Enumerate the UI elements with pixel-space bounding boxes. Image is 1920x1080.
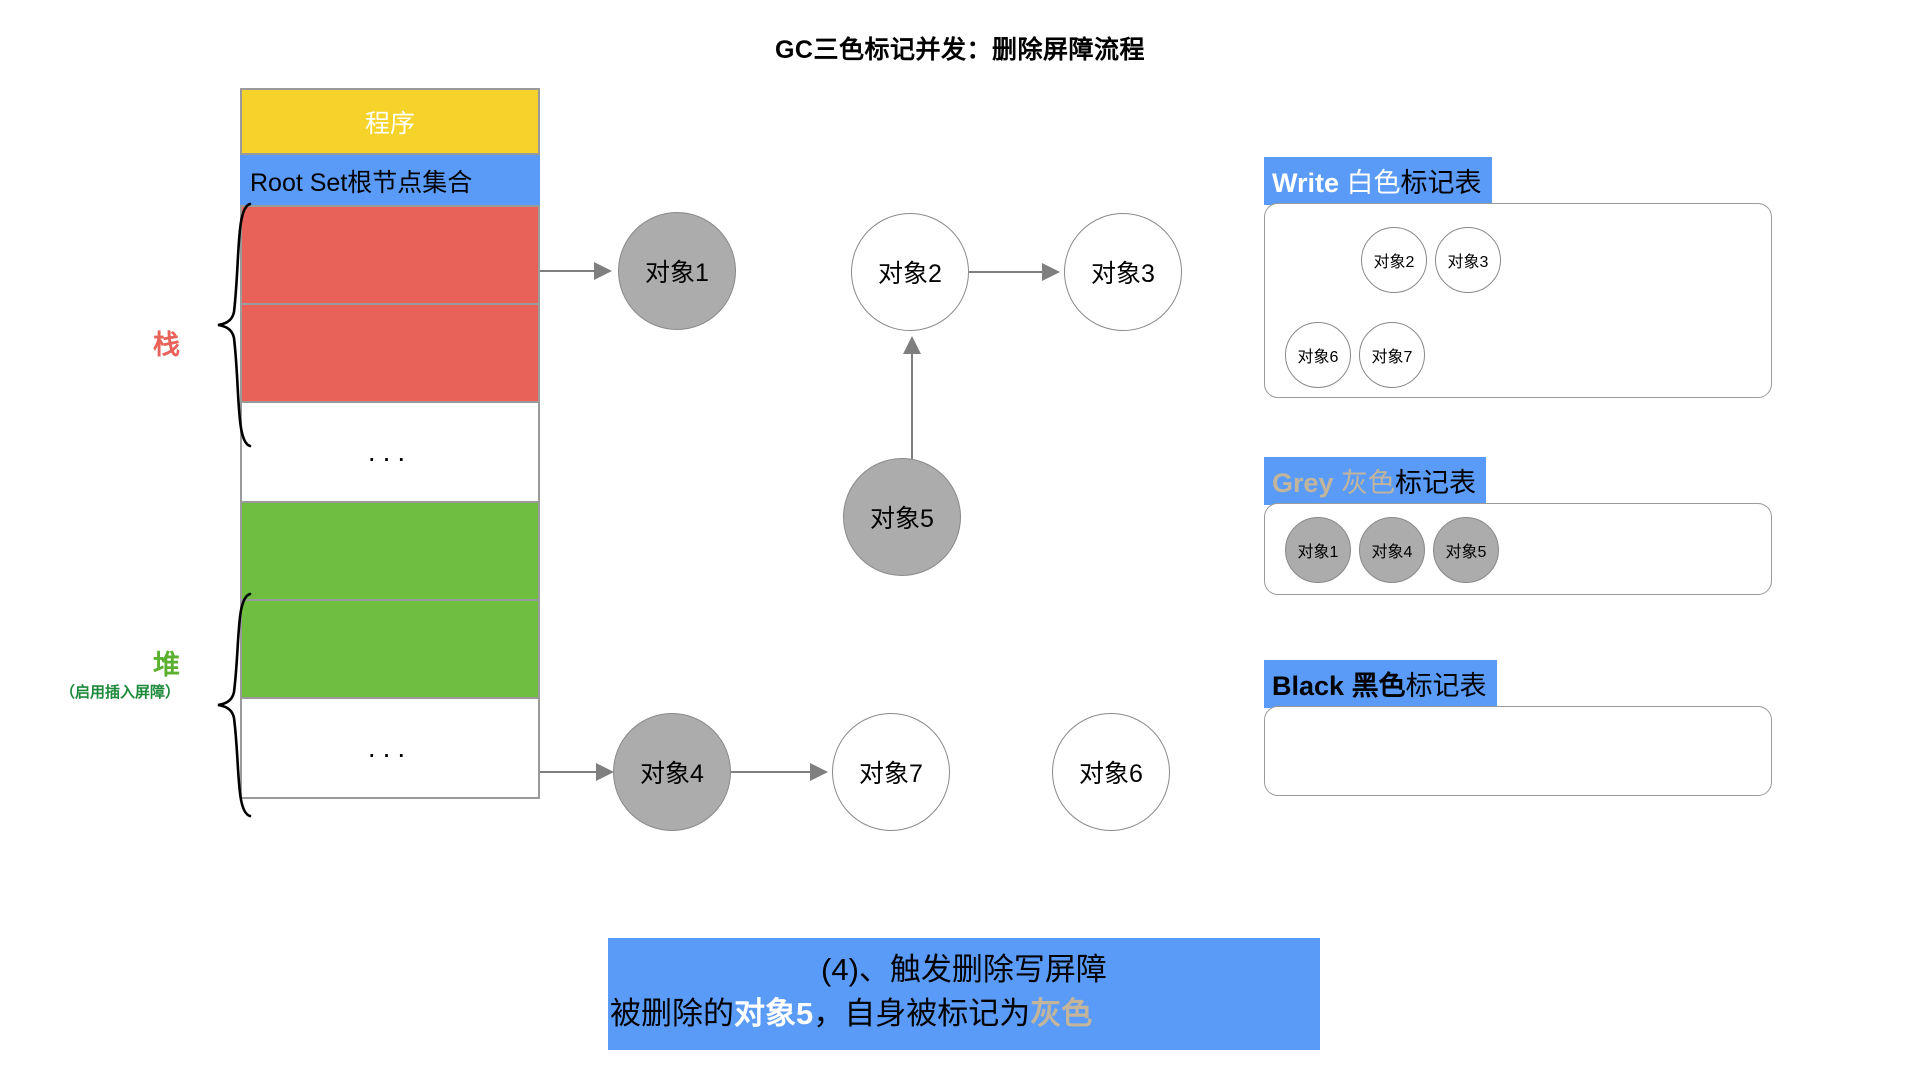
white-mark-table: Write 白色标记表 对象2 对象3 对象6 对象7 <box>1264 157 1772 398</box>
node-obj6-label: 对象6 <box>1079 760 1143 788</box>
heap-label-sub: （启用插入屏障） <box>59 684 180 702</box>
heap-slot-1 <box>240 501 540 601</box>
node-obj1-label: 对象1 <box>645 259 709 287</box>
grey-chip-obj5[interactable]: 对象5 <box>1433 517 1499 583</box>
black-header-en: Black <box>1272 671 1352 701</box>
heap-brace <box>217 592 252 818</box>
caption-line2-grey: 灰色 <box>1030 996 1093 1032</box>
grey-mark-table-box: 对象1 对象4 对象5 <box>1264 503 1772 595</box>
grey-chip-obj4-label: 对象4 <box>1371 544 1413 561</box>
caption-line2-bold: 对象5 <box>734 996 814 1032</box>
heap-label: 堆 （启用插入屏障） <box>20 650 180 701</box>
caption-line2-part1: 被删除的 <box>610 996 734 1032</box>
white-chip-obj2-label: 对象2 <box>1373 254 1415 271</box>
heap-slot-ellipsis: ... <box>240 697 540 799</box>
node-obj4[interactable]: 对象4 <box>613 713 731 831</box>
node-obj7[interactable]: 对象7 <box>832 713 950 831</box>
white-chip-obj6-label: 对象6 <box>1297 349 1339 366</box>
black-header-color-word: 黑色 <box>1351 671 1406 701</box>
node-obj6[interactable]: 对象6 <box>1052 713 1170 831</box>
node-obj5-label: 对象5 <box>870 505 934 533</box>
white-header-rest: 标记表 <box>1400 168 1482 198</box>
grey-chip-obj1[interactable]: 对象1 <box>1285 517 1351 583</box>
node-obj3-label: 对象3 <box>1091 260 1155 288</box>
white-chip-obj6[interactable]: 对象6 <box>1285 322 1351 388</box>
white-header-en: Write <box>1272 168 1347 198</box>
heap-slot-2 <box>240 599 540 699</box>
white-header-color-word: 白色 <box>1346 168 1401 198</box>
memory-column: 程序 Root Set根节点集合 ... ... <box>240 88 540 799</box>
page-title: GC三色标记并发：删除屏障流程 <box>774 36 1145 64</box>
black-header-rest: 标记表 <box>1405 671 1487 701</box>
grey-chip-obj4[interactable]: 对象4 <box>1359 517 1425 583</box>
node-obj5[interactable]: 对象5 <box>843 458 961 576</box>
program-box: 程序 <box>240 88 540 155</box>
grey-mark-table-header: Grey 灰色标记表 <box>1264 457 1487 505</box>
black-mark-table: Black 黑色标记表 <box>1264 660 1772 796</box>
node-obj2-label: 对象2 <box>878 260 942 288</box>
white-chip-obj3-label: 对象3 <box>1447 254 1489 271</box>
grey-chip-obj5-label: 对象5 <box>1445 544 1487 561</box>
heap-label-text: 堆 <box>153 650 180 680</box>
grey-mark-table: Grey 灰色标记表 对象1 对象4 对象5 <box>1264 457 1772 595</box>
grey-header-color-word: 灰色 <box>1341 468 1396 498</box>
caption-line2-part2: ，自身被标记为 <box>813 996 1031 1032</box>
node-obj4-label: 对象4 <box>640 760 704 788</box>
stack-brace <box>217 202 252 448</box>
white-mark-table-box: 对象2 对象3 对象6 对象7 <box>1264 203 1772 398</box>
caption-line-1: (4)、触发删除写屏障 <box>821 952 1107 987</box>
node-obj1[interactable]: 对象1 <box>618 212 736 330</box>
node-obj2[interactable]: 对象2 <box>851 213 969 331</box>
caption-banner: (4)、触发删除写屏障 被删除的对象5，自身被标记为灰色 <box>608 938 1320 1051</box>
caption-line-2: 被删除的对象5，自身被标记为灰色 <box>608 992 1320 1036</box>
black-mark-table-header: Black 黑色标记表 <box>1264 660 1497 708</box>
black-mark-table-box <box>1264 706 1772 796</box>
grey-header-en: Grey <box>1272 468 1342 498</box>
white-chip-obj3[interactable]: 对象3 <box>1435 227 1501 293</box>
root-set-box: Root Set根节点集合 <box>240 155 540 207</box>
white-chip-obj2[interactable]: 对象2 <box>1361 227 1427 293</box>
stack-label: 栈 <box>60 330 180 361</box>
white-chip-obj7-label: 对象7 <box>1371 349 1413 366</box>
node-obj7-label: 对象7 <box>859 760 923 788</box>
node-obj3[interactable]: 对象3 <box>1064 213 1182 331</box>
white-chip-obj7[interactable]: 对象7 <box>1359 322 1425 388</box>
grey-chip-obj1-label: 对象1 <box>1297 544 1339 561</box>
grey-header-rest: 标记表 <box>1395 468 1477 498</box>
stack-label-text: 栈 <box>153 330 180 360</box>
white-mark-table-header: Write 白色标记表 <box>1264 157 1492 205</box>
